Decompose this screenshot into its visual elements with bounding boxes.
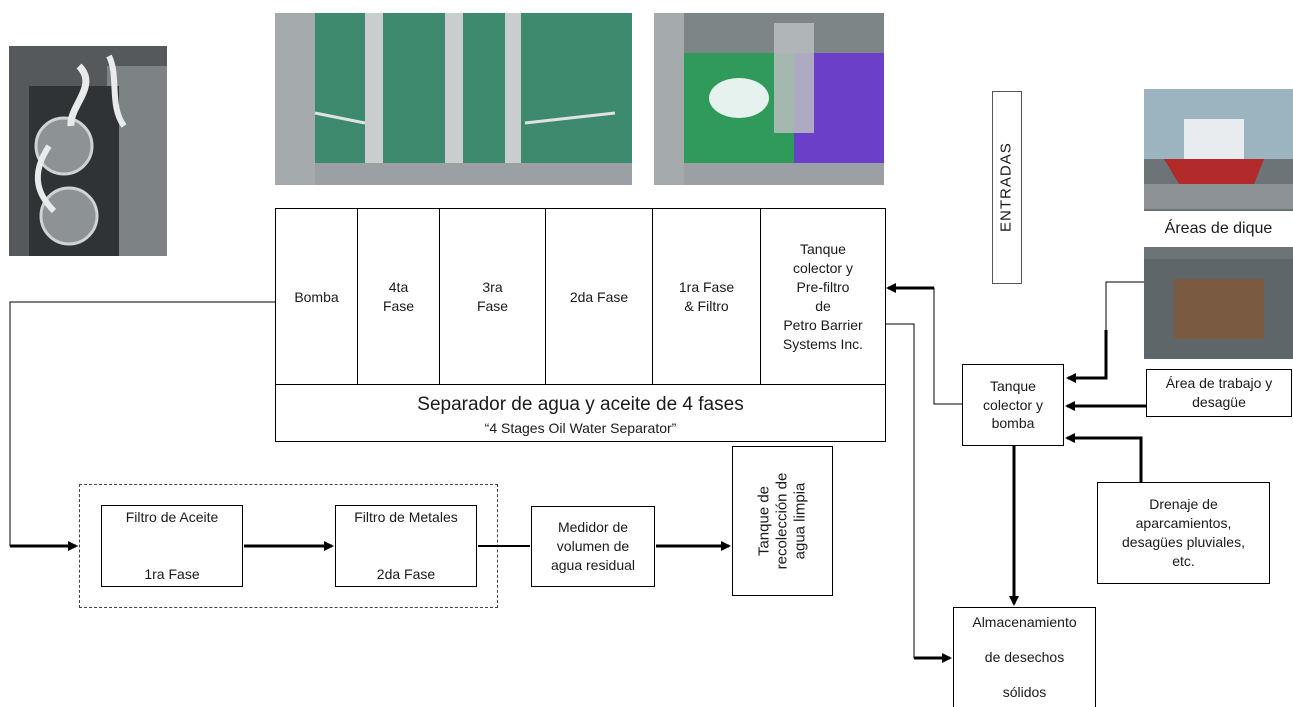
stage-4: 4ta Fase bbox=[358, 209, 440, 385]
wastewater-meter-box: Medidor de volumen de agua residual bbox=[531, 506, 655, 587]
stage-1: 1ra Fase & Filtro bbox=[653, 209, 761, 385]
filter-media-photo bbox=[654, 13, 884, 185]
work-area-drain-box: Área de trabajo y desagüe bbox=[1146, 369, 1292, 417]
separator-block: Bomba 4ta Fase 3ra Fase 2da Fase 1ra Fas… bbox=[275, 208, 886, 442]
separator-stages-photo bbox=[275, 13, 632, 185]
entradas-label-box: ENTRADAS bbox=[992, 91, 1022, 284]
stage-pump: Bomba bbox=[276, 209, 358, 385]
separator-title: Separador de agua y aceite de 4 fases bbox=[417, 394, 744, 415]
dock-areas-label: Áreas de dique bbox=[1144, 211, 1293, 247]
stage-3: 3ra Fase bbox=[440, 209, 546, 385]
clean-water-tank-box: Tanque de recolección de agua limpia bbox=[732, 446, 833, 596]
stage-pre-filter-tank: Tanque colector y Pre-filtro de Petro Ba… bbox=[782, 241, 864, 352]
separator-divider bbox=[276, 384, 885, 385]
stage-2: 2da Fase bbox=[546, 209, 653, 385]
metals-filter-box: Filtro de Metales 2da Fase bbox=[335, 505, 477, 587]
solid-waste-storage-box: Almacenamiento de desechos sólidos bbox=[953, 607, 1096, 707]
pump-tank-photo bbox=[9, 46, 167, 256]
separator-subtitle: “4 Stages Oil Water Separator” bbox=[484, 420, 677, 436]
collector-tank-pump-box: Tanque colector y bomba bbox=[962, 364, 1064, 446]
parking-drain-box: Drenaje de aparcamientos, desagües pluvi… bbox=[1097, 482, 1270, 584]
oil-filter-box: Filtro de Aceite 1ra Fase bbox=[101, 505, 243, 587]
